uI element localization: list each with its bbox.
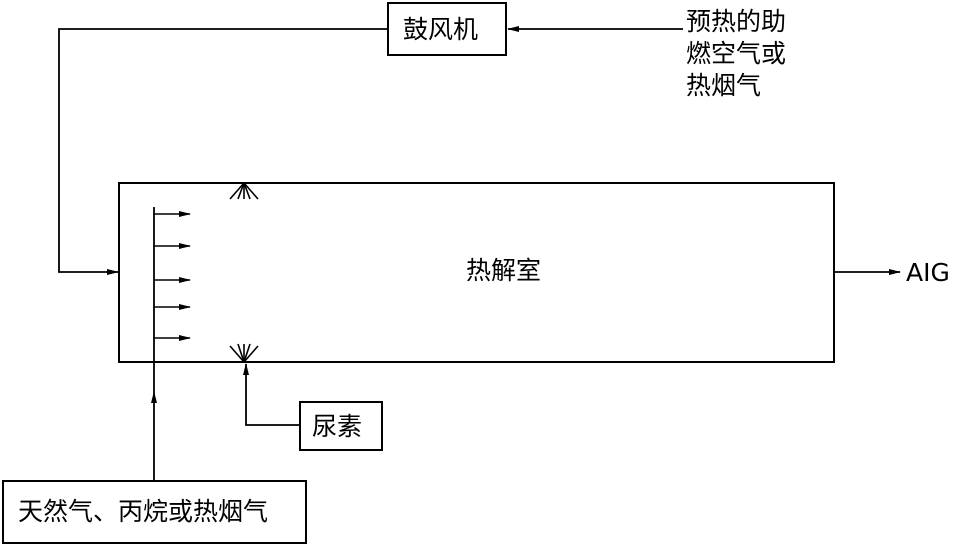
urea-box <box>299 401 383 451</box>
preheated-air-line: 燃空气或 <box>686 39 787 68</box>
top-nozzle <box>229 182 259 200</box>
preheated-air-line: 预热的助 <box>686 7 787 36</box>
urea-feed-line <box>243 363 300 426</box>
blower-label: 鼓风机 <box>403 15 479 44</box>
preheated-air-label: 预热的助 燃空气或 热烟气 <box>686 6 786 102</box>
urea-label: 尿素 <box>312 412 363 441</box>
outlet-label: AIG <box>906 258 950 287</box>
blower-to-chamber-line <box>58 28 388 275</box>
urea-nozzle <box>229 343 259 363</box>
fuel-box <box>2 480 307 544</box>
chamber-label: 热解室 <box>466 256 542 285</box>
preheated-air-line: 热烟气 <box>686 71 762 100</box>
fuel-label: 天然气、丙烷或热烟气 <box>18 497 269 526</box>
